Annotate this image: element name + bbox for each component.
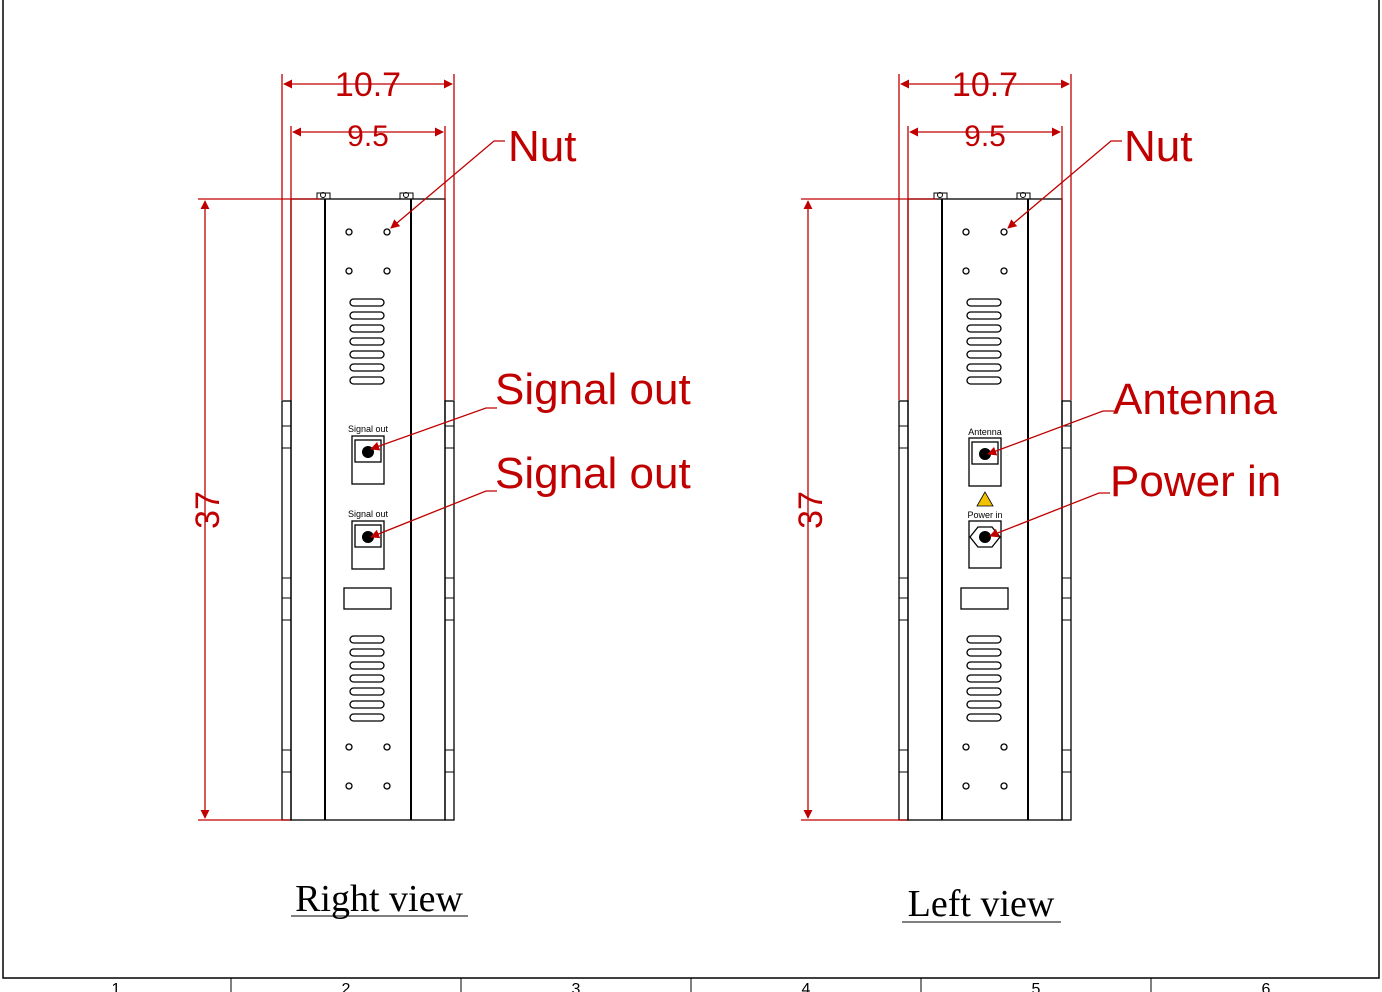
zone-label-4: 4 (802, 981, 811, 992)
left-view-inner-width: 9.5 (964, 120, 1006, 153)
connector-port (351, 435, 385, 485)
right-view-vent-upper (349, 298, 385, 385)
nut-icon (345, 228, 353, 236)
nut-icon (1000, 267, 1008, 275)
nut-icon (383, 782, 391, 790)
nut-icon (383, 228, 391, 236)
callout-antenna: Antenna (1113, 375, 1277, 424)
right-view-vent-lower (349, 635, 385, 722)
nut-icon (345, 782, 353, 790)
right-view: Signal out Signal out 10.7 9.5 37 (189, 66, 691, 920)
zone-label-2: 2 (342, 981, 351, 992)
callout-power-in: Power in (1110, 457, 1281, 506)
left-view-vent-upper (966, 298, 1002, 385)
warning-icon (976, 491, 994, 507)
callout-signal-out: Signal out (495, 365, 691, 414)
nut-icon (962, 782, 970, 790)
left-view: Antenna Power in 10.7 9.5 37 (792, 66, 1281, 925)
right-view-dimensions (198, 74, 455, 821)
callout-nut: Nut (508, 122, 576, 171)
left-view-height: 37 (792, 491, 830, 529)
nut-icon (383, 743, 391, 751)
zone-label-6: 6 (1262, 981, 1271, 992)
zone-label-3: 3 (572, 981, 581, 992)
left-view-panel-label-antenna: Antenna (968, 427, 1002, 437)
callout-nut: Nut (1124, 122, 1192, 171)
left-view-caption: Left view (908, 883, 1055, 925)
name-plate (343, 587, 392, 610)
nut-icon (383, 267, 391, 275)
right-view-nuts (345, 228, 391, 790)
connector-port (968, 520, 1002, 569)
zone-label-1: 1 (112, 981, 121, 992)
zone-ruler (230, 978, 1152, 992)
right-view-outer-width: 10.7 (335, 66, 401, 104)
name-plate (960, 587, 1009, 610)
left-view-dimensions (801, 74, 1072, 821)
nut-icon (962, 228, 970, 236)
nut-icon (1000, 782, 1008, 790)
left-view-vent-lower (966, 635, 1002, 722)
left-view-panel-label-power: Power in (967, 510, 1002, 520)
right-view-leaders (370, 140, 505, 539)
callout-signal-out: Signal out (495, 449, 691, 498)
right-view-height: 37 (189, 491, 227, 529)
nut-icon (1000, 743, 1008, 751)
nut-icon (345, 743, 353, 751)
left-view-outer-width: 10.7 (952, 66, 1018, 104)
connector-port (968, 437, 1002, 487)
nut-icon (345, 267, 353, 275)
right-view-panel-label-2: Signal out (348, 509, 389, 519)
right-view-device-body (281, 192, 455, 821)
left-view-nuts (962, 228, 1008, 790)
right-view-panel-label-1: Signal out (348, 424, 389, 434)
connector-port (351, 520, 385, 570)
zone-label-5: 5 (1032, 981, 1041, 992)
right-view-caption: Right view (295, 878, 463, 920)
nut-icon (962, 267, 970, 275)
nut-icon (1000, 228, 1008, 236)
left-view-leaders (987, 140, 1122, 538)
nut-icon (962, 743, 970, 751)
connector-icon (362, 446, 374, 458)
right-view-inner-width: 9.5 (347, 120, 389, 153)
